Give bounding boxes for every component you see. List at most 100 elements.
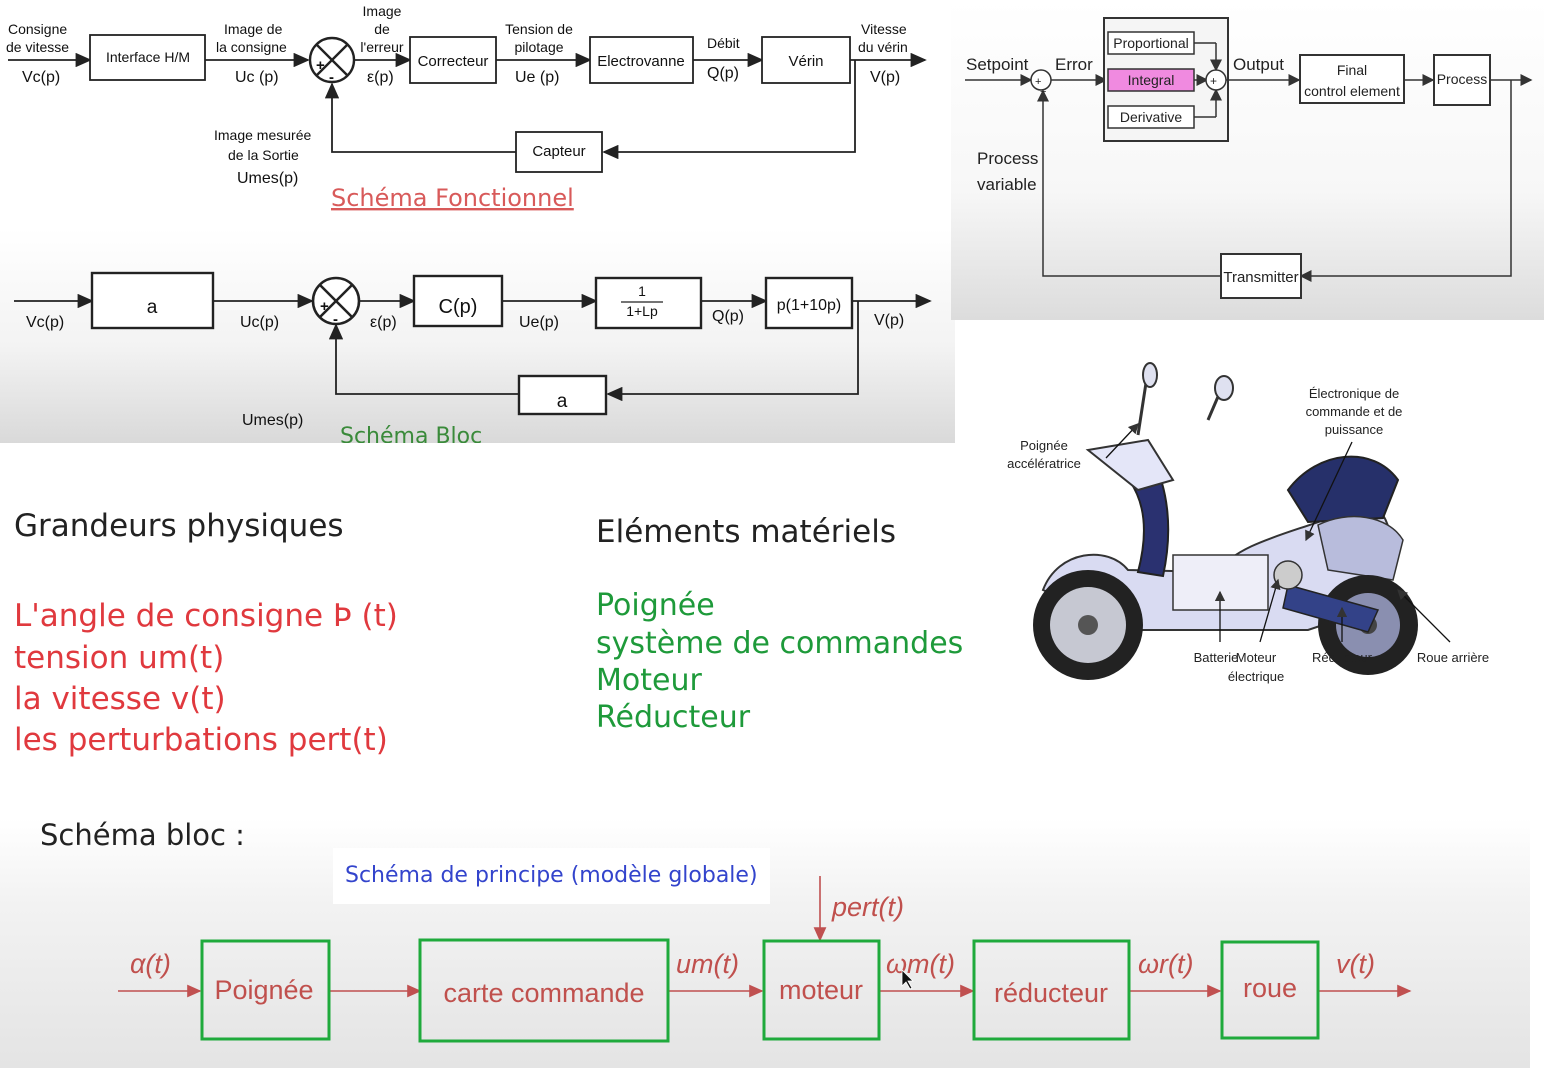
sum-minus: - xyxy=(329,69,334,86)
materiel-item: Moteur xyxy=(596,663,702,698)
materiels-title: Eléments matériels xyxy=(596,514,896,550)
block-diagram: Vc(p) a Uc(p) ε(p) C(p) Ue(p) 1 1+Lp Q(p… xyxy=(14,271,932,443)
reducteur-block-frame xyxy=(972,939,1131,1041)
setpoint-label: Setpoint xyxy=(966,55,1029,74)
umes-label: Umes(p) xyxy=(237,170,298,187)
eps-label: ε(p) xyxy=(367,69,394,86)
grandeurs-title: Grandeurs physiques xyxy=(14,508,344,544)
grandeur-item: les perturbations pert(t) xyxy=(14,722,388,758)
p-block: p(1+10p) xyxy=(777,297,842,314)
bloc-v-label: V(p) xyxy=(874,312,904,329)
wr-signal-label: ωr(t) xyxy=(1138,949,1194,979)
grandeur-item: tension um(t) xyxy=(14,640,225,676)
poignee-callout-2: accélératrice xyxy=(1007,456,1081,471)
um-signal-label: um(t) xyxy=(676,949,739,979)
scooter-illustration: Poignée accélératrice Électronique de co… xyxy=(1007,362,1489,684)
image-erreur-label-3: l'erreur xyxy=(360,39,403,55)
scooter-illustration-panel: Poignée accélératrice Électronique de co… xyxy=(988,340,1522,712)
capteur-block: Capteur xyxy=(532,143,585,160)
tension-label-2: pilotage xyxy=(514,39,563,55)
pert-signal-label: pert(t) xyxy=(831,892,904,922)
schema-principe-subtitle: Schéma de principe (modèle globale) xyxy=(333,848,770,904)
moteur-block: moteur xyxy=(779,975,863,1005)
principle-diagram-panel: Schéma bloc : Schéma de principe (modèle… xyxy=(0,818,1530,1068)
pid-diagram: Setpoint Error Proportional Integral Der… xyxy=(965,17,1533,299)
block-diagram-panel: Vc(p) a Uc(p) ε(p) C(p) Ue(p) 1 1+Lp Q(p… xyxy=(0,228,955,443)
poignee-block-frame xyxy=(200,939,331,1041)
interface-block: Interface H/M xyxy=(106,49,190,65)
materiel-item: système de commandes xyxy=(596,626,964,661)
reducteur-callout: Réducteur xyxy=(1312,650,1373,665)
fraction-numerator: 1 xyxy=(638,283,646,299)
feedback-a-block: a xyxy=(557,391,568,412)
sum-plus: + xyxy=(316,57,325,74)
vitesse-label-1: Vitesse xyxy=(861,21,907,37)
uc-label: Uc (p) xyxy=(235,69,279,86)
error-label: Error xyxy=(1055,55,1093,74)
mouse-cursor-icon xyxy=(901,969,914,990)
roue-block-frame xyxy=(1220,940,1320,1040)
schema-bloc-title: Schéma bloc : xyxy=(40,818,245,852)
functional-diagram: Consigne de vitesse Vc(p) Interface H/M … xyxy=(6,3,927,212)
materiel-item: Poignée xyxy=(596,588,715,623)
cp-block: C(p) xyxy=(439,296,478,318)
process-variable-label-1: Process xyxy=(977,149,1038,168)
bloc-sum-minus: - xyxy=(333,311,338,328)
debit-label: Débit xyxy=(707,35,740,51)
final-element-block-1: Final xyxy=(1337,62,1367,78)
v-signal-label: v(t) xyxy=(1336,949,1375,979)
verin-block: Vérin xyxy=(788,53,823,70)
electronique-callout-1: Électronique de xyxy=(1309,386,1399,401)
grandeurs-list: L'angle de consigne Þ (t) tension um(t) … xyxy=(14,598,594,778)
bloc-umes-label: Umes(p) xyxy=(242,412,303,429)
carte-block-frame xyxy=(418,938,670,1043)
moteur-callout-2: électrique xyxy=(1228,669,1284,684)
reducteur-block: réducteur xyxy=(994,978,1108,1008)
poignee-block: Poignée xyxy=(214,975,313,1005)
materiel-item: Réducteur xyxy=(596,700,751,735)
vc-label: Vc(p) xyxy=(22,69,60,86)
image-erreur-label-2: de xyxy=(374,21,390,37)
q-label: Q(p) xyxy=(707,65,739,82)
materiels-list: Poignée système de commandes Moteur Rédu… xyxy=(596,588,986,748)
derivative-block: Derivative xyxy=(1120,109,1182,125)
transmitter-block: Transmitter xyxy=(1223,269,1298,286)
bloc-title: Schéma Bloc xyxy=(340,424,482,443)
consigne-label-2: de vitesse xyxy=(6,39,69,55)
image-consigne-label-1: Image de xyxy=(224,21,283,37)
grandeur-item: la vitesse v(t) xyxy=(14,681,226,717)
gain-a-block: a xyxy=(147,297,158,318)
electrovanne-block: Electrovanne xyxy=(597,53,685,70)
process-block: Process xyxy=(1437,71,1488,87)
bloc-eps-label: ε(p) xyxy=(370,314,397,331)
mesuree-label-1: Image mesurée xyxy=(214,127,311,143)
carte-commande-block: carte commande xyxy=(443,978,644,1008)
pid-sum2-plus: + xyxy=(1210,74,1217,88)
v-label: V(p) xyxy=(870,69,900,86)
image-erreur-label-1: Image xyxy=(363,3,402,19)
image-consigne-label-2: la consigne xyxy=(216,39,287,55)
lists-panel: Grandeurs physiques L'angle de consigne … xyxy=(0,450,996,818)
final-element-block-2: control element xyxy=(1304,83,1400,99)
pid-sum-plus: + xyxy=(1035,76,1041,88)
functional-diagram-panel: Consigne de vitesse Vc(p) Interface H/M … xyxy=(0,0,950,220)
electronique-callout-2: commande et de xyxy=(1306,404,1403,419)
pid-sum-minus: − xyxy=(1040,86,1046,98)
electronique-callout-3: puissance xyxy=(1325,422,1384,437)
bloc-uc-label: Uc(p) xyxy=(240,314,279,331)
vitesse-label-2: du vérin xyxy=(858,39,908,55)
alpha-signal-label: α(t) xyxy=(130,949,171,979)
roue-block: roue xyxy=(1243,973,1297,1003)
poignee-callout-1: Poignée xyxy=(1020,438,1068,453)
bloc-vc-label: Vc(p) xyxy=(26,314,64,331)
fraction-denominator: 1+Lp xyxy=(626,303,658,319)
tension-label-1: Tension de xyxy=(505,21,573,37)
moteur-callout-1: Moteur xyxy=(1236,650,1277,665)
process-variable-label-2: variable xyxy=(977,175,1037,194)
bloc-ue-label: Ue(p) xyxy=(519,314,559,331)
batterie-callout: Batterie xyxy=(1194,650,1239,665)
roue-callout: Roue arrière xyxy=(1417,650,1489,665)
bloc-q-label: Q(p) xyxy=(712,308,744,325)
proportional-block: Proportional xyxy=(1113,35,1189,51)
grandeur-item: L'angle de consigne Þ (t) xyxy=(14,598,398,634)
